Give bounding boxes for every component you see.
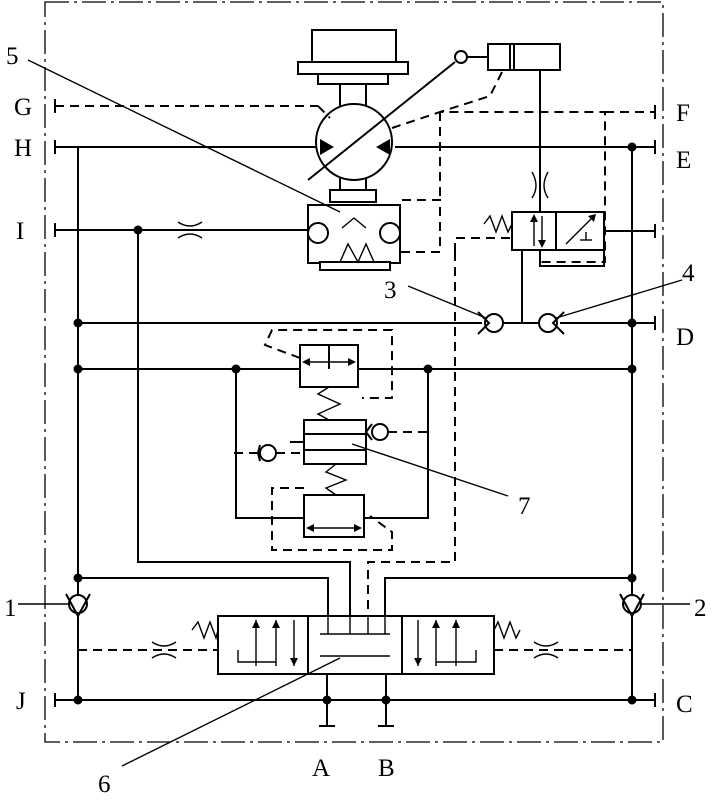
port-label-g: G [14,94,32,121]
junction [627,142,637,152]
leader-3 [407,285,487,319]
pilot-to-valve [454,237,512,252]
orifice-i-bottom [177,233,203,239]
valve-loop [539,250,605,267]
check-valve-1 [65,593,91,619]
check-valve-2 [619,593,645,619]
callout-3: 3 [384,277,397,304]
orifice-servo-left [531,171,537,199]
main-directional-valve [191,615,521,675]
assembly-left-line [235,369,304,519]
supply-line-left [78,577,329,618]
callout-1: 1 [4,595,17,622]
callout-2: 2 [694,595,707,622]
callout-7: 7 [518,493,531,520]
flow-arrow-left [320,139,334,155]
callout-5: 5 [6,43,19,70]
port-label-e: E [676,147,691,174]
pilot-line-f [391,111,606,263]
port-line-h [54,140,320,154]
port-line-j [54,693,656,707]
orifice-right-bottom [533,653,559,659]
port-line-g [54,99,318,113]
assembly-right-line [364,369,429,519]
servo-pilot-line [439,71,503,113]
port-label-i: I [16,218,24,245]
supply-line-right [384,577,632,618]
junction [627,695,637,705]
leader-5 [27,59,341,213]
port-line-d [560,316,656,330]
leader-7 [351,443,509,497]
orifice-right-top [533,641,559,647]
port-label-f: F [676,100,690,127]
pump-motor-unit [297,29,561,271]
callout-4: 4 [682,260,695,287]
regulator-drain [400,199,441,253]
port-label-a: A [312,755,330,782]
port-label-j: J [16,688,26,715]
flow-arrow-right [376,139,390,155]
logic-valve-assembly [234,329,428,551]
port-line-i [54,221,308,239]
port-line-e [395,140,656,154]
port-label-h: H [14,135,32,162]
orifice-i-top [177,221,203,227]
port-label-b: B [378,755,395,782]
leader-6 [121,657,341,767]
enclosure-boundary [44,1,664,743]
orifice-left-bottom [151,653,177,659]
junction [73,695,83,705]
leader-4 [555,279,683,319]
line-i-return [137,230,351,618]
port-label-c: C [676,691,693,718]
orifice-servo-right [543,171,549,199]
port-label-d: D [676,324,694,351]
pilot-directional-valve [483,211,605,251]
pilot-return-line [367,252,456,618]
pilot-line [317,105,331,119]
check-valve-4 [538,311,565,335]
orifice-left-top [151,641,177,647]
callout-6: 6 [98,771,111,798]
